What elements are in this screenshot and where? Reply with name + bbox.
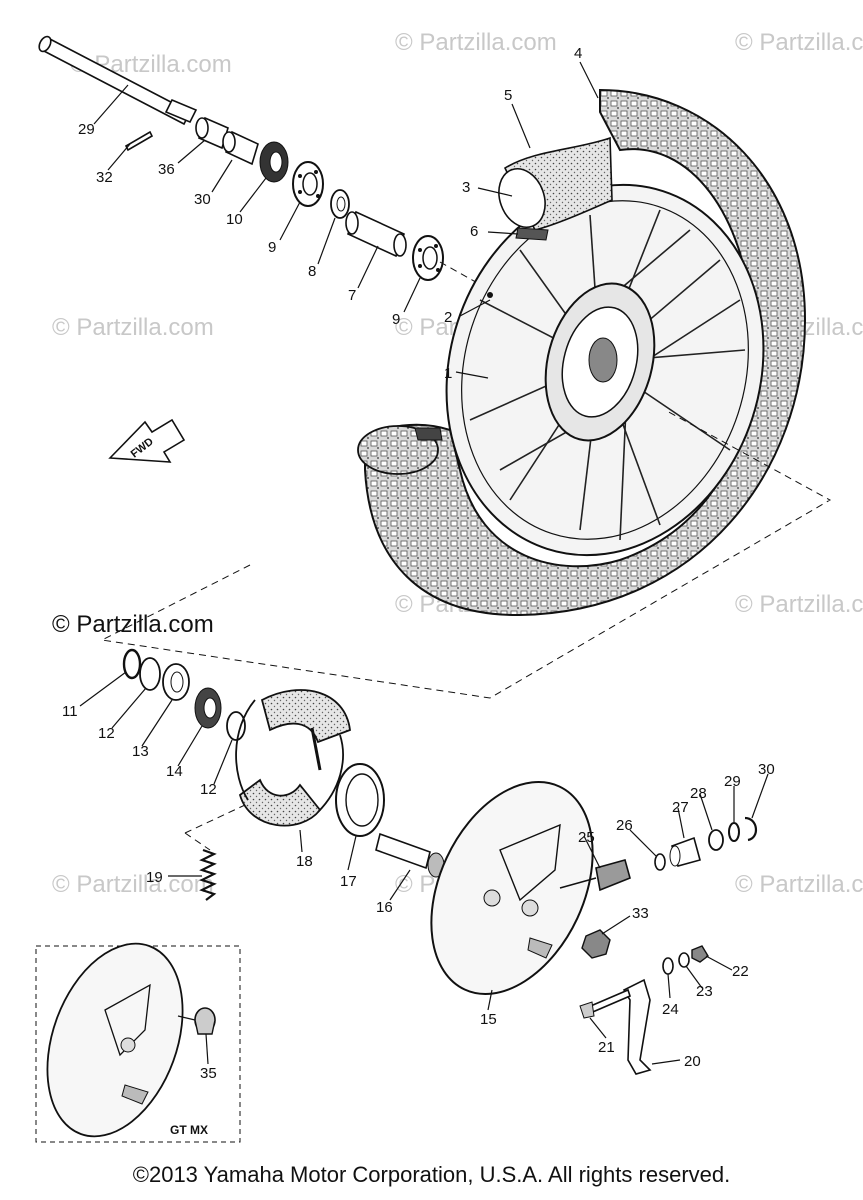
leader-lines — [79, 61, 769, 1065]
nut-33 — [581, 929, 611, 959]
part-label: 30 — [758, 761, 775, 778]
part-label: 29 — [724, 773, 741, 790]
watermark-text: © Partzilla.com — [52, 314, 214, 341]
brake-frame — [184, 804, 246, 851]
clip-30 — [744, 816, 757, 842]
valve-stem — [515, 227, 549, 241]
axle-shaft — [38, 35, 198, 126]
fwd-arrow: FWD — [108, 418, 186, 463]
spacer-7 — [345, 210, 407, 258]
exploded-frame — [100, 409, 832, 699]
gt-mx-inset: GT MX — [35, 942, 241, 1143]
washer-12-b — [226, 711, 246, 741]
part-label: 18 — [296, 853, 313, 870]
watermark-text: © Partzilla.com — [52, 871, 214, 898]
brake-parts — [122, 648, 757, 1075]
part-label: 7 — [348, 287, 356, 304]
circlip-11 — [122, 648, 142, 680]
bearing-9-lower — [412, 235, 444, 281]
part-label: 26 — [616, 817, 633, 834]
spacer-36 — [195, 116, 229, 150]
plate-13 — [162, 663, 190, 701]
part-label: 12 — [200, 781, 217, 798]
washer-24 — [662, 957, 674, 975]
axle-assembly — [38, 35, 491, 291]
part-label: 21 — [598, 1039, 615, 1056]
watermark-text: © Partzilla.com — [395, 29, 557, 56]
part-label: 22 — [732, 963, 749, 980]
part-label: 15 — [480, 1011, 497, 1028]
watermark-text: © Partzilla.com — [735, 591, 863, 618]
part-label: 24 — [662, 1001, 679, 1018]
part-label: 20 — [684, 1053, 701, 1070]
part-label: 6 — [470, 223, 478, 240]
wheel-assembly — [357, 88, 807, 617]
part-label: 9 — [268, 239, 276, 256]
washer-8 — [330, 189, 350, 219]
part-label: 16 — [376, 899, 393, 916]
part-label: 10 — [226, 211, 243, 228]
watermark-text-dark: © Partzilla.com — [52, 611, 214, 638]
part-label: 2 — [444, 309, 452, 326]
part-label: 33 — [632, 905, 649, 922]
brake-lever-20 — [622, 978, 652, 1075]
washer-12 — [139, 657, 161, 691]
part-label: 30 — [194, 191, 211, 208]
part-label: 27 — [672, 799, 689, 816]
oil-seal-14 — [194, 687, 222, 729]
part-label: 12 — [98, 725, 115, 742]
oil-seal-10 — [259, 141, 289, 183]
part-label: 11 — [62, 703, 78, 720]
part-labels: 29 32 36 30 10 9 8 7 9 4 5 3 6 2 1 11 12… — [62, 45, 775, 1082]
part-label: 25 — [578, 829, 595, 846]
part-label: 14 — [166, 763, 183, 780]
part-label: 36 — [158, 161, 175, 178]
brake-shoes — [235, 689, 351, 827]
inset-label: GT MX — [170, 1123, 208, 1137]
bearing-9-upper — [292, 161, 324, 207]
part-label: 5 — [504, 87, 512, 104]
cotter-pin — [124, 130, 154, 152]
part-label: 3 — [462, 179, 470, 196]
bolt-21 — [579, 988, 631, 1019]
part-label: 13 — [132, 743, 149, 760]
bushing-27 — [669, 836, 701, 867]
part-label: 9 — [392, 311, 400, 328]
washer-28 — [708, 829, 724, 851]
part-label: 35 — [200, 1065, 217, 1082]
watermark-text: © Partzilla.com — [735, 871, 863, 898]
part-label: 8 — [308, 263, 316, 280]
part-label: 28 — [690, 785, 707, 802]
part-label: 32 — [96, 169, 113, 186]
drum-seal-17 — [335, 763, 385, 837]
copyright-notice: ©2013 Yamaha Motor Corporation, U.S.A. A… — [132, 1162, 731, 1187]
part-label: 23 — [696, 983, 713, 1000]
drive-gear-25 — [559, 859, 631, 892]
watermark-text: © Partzilla.com — [735, 29, 863, 56]
washer-26 — [654, 853, 666, 871]
part-label: 4 — [574, 45, 582, 62]
collar-32 — [222, 130, 259, 166]
cap-35 — [194, 1007, 216, 1035]
brake-plate-15 — [430, 781, 594, 995]
brake-camshaft-16 — [375, 832, 445, 878]
nut-22 — [691, 945, 709, 963]
part-label: 17 — [340, 873, 357, 890]
part-label: 1 — [444, 365, 452, 382]
washer-23 — [678, 952, 690, 968]
part-label: 29 — [78, 121, 95, 138]
spoke-nipple — [487, 292, 493, 298]
spring-19 — [199, 848, 217, 901]
part-label: 19 — [146, 869, 163, 886]
circlip-29 — [728, 822, 740, 842]
